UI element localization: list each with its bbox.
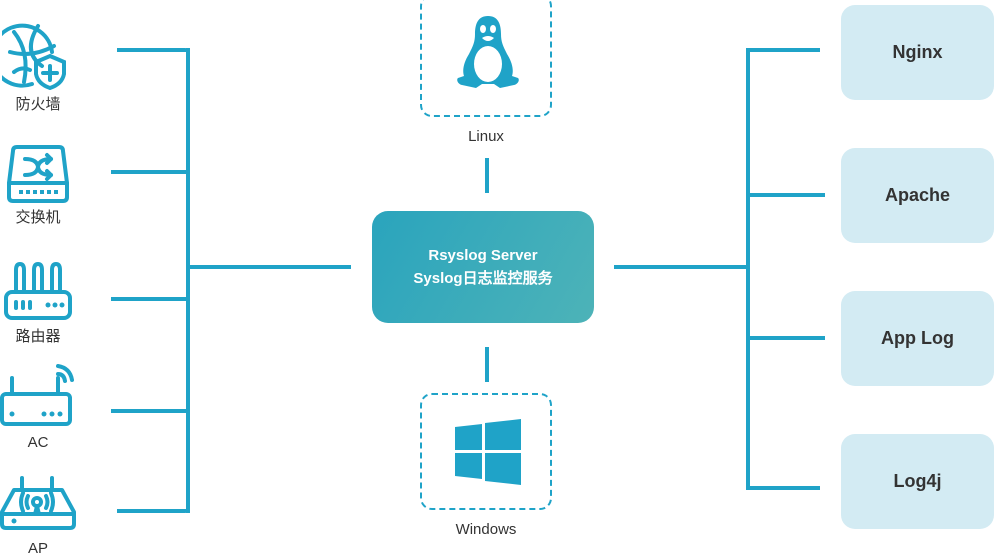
left-bus (186, 48, 190, 513)
access-controller-icon (0, 364, 74, 426)
app-label: Apache (884, 185, 951, 205)
connector-firewall (117, 48, 189, 52)
right-trunk (614, 265, 749, 269)
server-title: Rsyslog Server (428, 247, 538, 264)
os-box-windows (420, 393, 552, 510)
app-label: Nginx (892, 42, 943, 62)
router-icon (4, 261, 72, 320)
app-label: Log4j (893, 471, 942, 491)
device-label: 防火墙 (15, 96, 61, 113)
device-ap: AP (0, 476, 76, 558)
connector-apache (746, 193, 825, 197)
device-firewall: 防火墙 (0, 22, 76, 114)
left-trunk (186, 265, 351, 269)
os-label-linux: Linux (468, 128, 504, 145)
access-point-icon (0, 476, 76, 530)
device-label: 路由器 (15, 328, 61, 345)
app-box-apache: Apache (841, 148, 994, 243)
windows-logo-icon (455, 419, 521, 485)
app-box-nginx: Nginx (841, 5, 994, 100)
app-box-applog: App Log (841, 291, 994, 386)
connector-ac (111, 409, 189, 413)
linux-tux-icon (457, 16, 519, 88)
device-label: AP (27, 540, 48, 557)
firewall-globe-shield-icon (2, 23, 66, 90)
app-box-log4j: Log4j (841, 434, 994, 529)
device-label: AC (27, 434, 49, 451)
switch-icon (7, 145, 69, 203)
device-label: 交换机 (15, 209, 61, 226)
right-bus (746, 48, 750, 490)
connector-switch (111, 170, 189, 174)
device-ac: AC (0, 364, 76, 452)
rsyslog-server-node: Rsyslog Server Syslog日志监控服务 (372, 211, 594, 323)
connector-log4j (746, 486, 820, 490)
connector-ap (117, 509, 189, 513)
connector-windows (485, 347, 489, 382)
connector-nginx (746, 48, 820, 52)
connector-linux (485, 158, 489, 193)
connector-router (111, 297, 189, 301)
os-label-windows: Windows (455, 521, 517, 538)
device-router: 路由器 (0, 260, 76, 346)
device-switch: 交换机 (0, 143, 76, 227)
connector-applog (746, 336, 825, 340)
os-box-linux (420, 0, 552, 117)
server-subtitle: Syslog日志监控服务 (413, 270, 553, 287)
app-label: App Log (881, 328, 954, 348)
